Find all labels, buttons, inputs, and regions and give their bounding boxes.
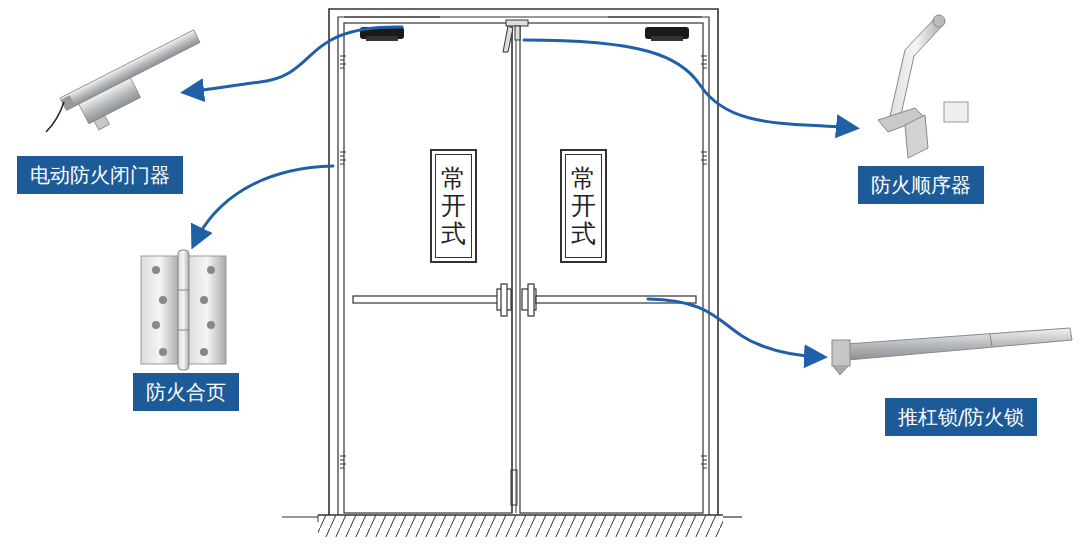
leader-arrows <box>186 27 854 357</box>
label-text: 电动防火闭门器 <box>30 163 170 187</box>
hinge-marks <box>340 56 707 468</box>
label-text: 推杠锁/防火锁 <box>898 405 1025 429</box>
part-label: 电动防火闭门器 <box>17 156 183 194</box>
push-bar-photo <box>832 328 1072 375</box>
door-frame <box>329 9 718 515</box>
vertical-text: 常开式 <box>571 165 596 248</box>
label-text: 防火顺序器 <box>871 173 971 197</box>
door-sign: 常开式 <box>560 149 607 264</box>
sign-inner-border: 常开式 <box>435 154 472 259</box>
part-label: 防火合页 <box>133 373 239 411</box>
vertical-text: 常开式 <box>441 165 466 248</box>
sign-inner-border: 常开式 <box>565 154 602 259</box>
push-bars-on-door <box>353 284 696 316</box>
sequencer-photo <box>878 15 968 158</box>
part-label: 推杠锁/防火锁 <box>885 398 1038 436</box>
closer-cable <box>46 102 64 132</box>
sequencer-on-door <box>503 20 528 52</box>
label-text: 防火合页 <box>146 380 226 404</box>
door-sign: 常开式 <box>430 149 477 264</box>
electric-closer-photo <box>60 30 215 139</box>
fire-hinge-photo <box>141 250 226 370</box>
part-label: 防火顺序器 <box>858 166 984 204</box>
floor <box>282 515 742 537</box>
